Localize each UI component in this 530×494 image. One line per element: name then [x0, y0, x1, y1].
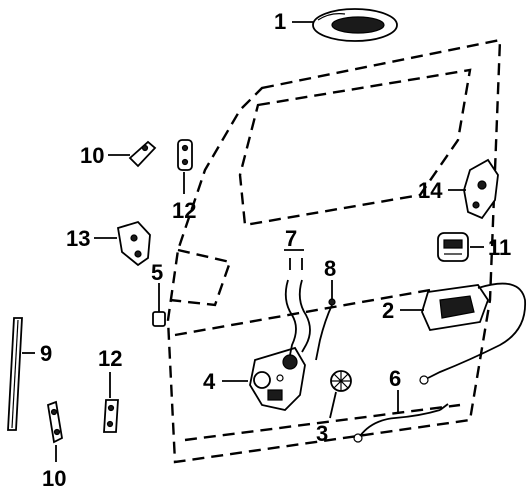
weatherstrip-part [7, 317, 23, 431]
callout-12-lower: 12 [98, 346, 122, 371]
callout-8: 8 [324, 256, 336, 281]
callout-11: 11 [488, 235, 511, 260]
striker-part [463, 158, 499, 220]
callout-14: 14 [418, 178, 443, 203]
callout-10-lower: 10 [42, 466, 66, 491]
callout-5: 5 [151, 260, 163, 285]
hinge-lower-pin-part [46, 400, 63, 444]
callout-7: 7 [285, 226, 297, 251]
latch-assembly-part [249, 346, 306, 411]
rod-clip-part [152, 290, 166, 327]
callout-6: 6 [389, 366, 401, 391]
lock-cylinder-part [330, 370, 352, 392]
inside-handle-part [419, 282, 526, 385]
striker-bracket-part [116, 220, 151, 267]
hinge-upper-pin-part [128, 140, 157, 168]
lock-knob-part [437, 232, 469, 262]
callout-1: 1 [274, 9, 286, 34]
callout-2: 2 [382, 298, 394, 323]
rod-part [315, 298, 336, 361]
callout-9: 9 [40, 341, 52, 366]
hinge-upper-part [177, 139, 193, 171]
lock-rods-part [284, 258, 311, 356]
callout-13: 13 [66, 226, 90, 251]
callout-3: 3 [316, 421, 328, 446]
callout-12-upper: 12 [172, 198, 196, 223]
callout-4: 4 [203, 369, 216, 394]
outside-handle-part [312, 8, 398, 42]
callout-10-upper: 10 [80, 143, 104, 168]
leader-lines [22, 21, 484, 462]
hinge-lower-part [103, 399, 119, 433]
release-cable-part [353, 403, 449, 443]
